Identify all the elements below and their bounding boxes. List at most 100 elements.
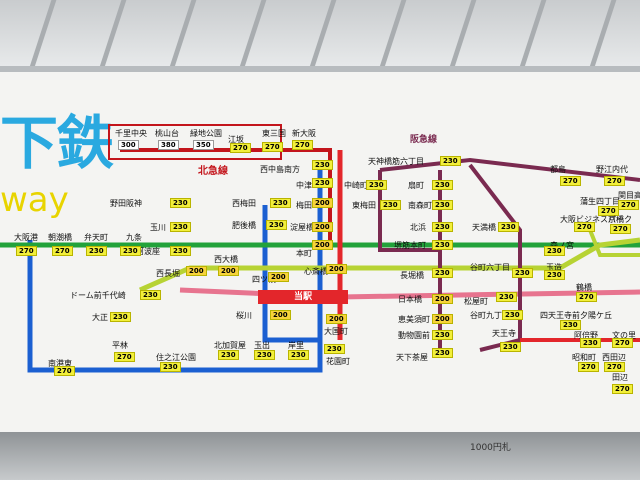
station-label: 日本橋 (398, 295, 422, 304)
nagahori-line (138, 237, 640, 293)
fare-badge: 270 (230, 143, 251, 153)
station-label: 新大阪 (292, 129, 316, 138)
fare-badge: 270 (114, 352, 135, 362)
kitakyu-line (120, 148, 332, 240)
station-label: 北浜 (410, 223, 426, 232)
station-label: 大国町 (324, 327, 348, 336)
fare-badge: 230 (432, 200, 453, 210)
fare-badge: 230 (324, 344, 345, 354)
fare-badge: 230 (496, 292, 517, 302)
station-label: 花園町 (326, 357, 350, 366)
fare-badge: 380 (158, 140, 179, 150)
fare-badge: 270 (610, 224, 631, 234)
station-label: 田辺 (612, 373, 628, 382)
station-label: 西長堀 (156, 269, 180, 278)
fare-badge: 200 (312, 222, 333, 232)
fare-badge: 230 (270, 198, 291, 208)
fare-badge: 270 (612, 384, 633, 394)
fare-badge: 230 (502, 310, 523, 320)
fare-badge: 200 (312, 240, 333, 250)
station-label: 野江内代 (596, 165, 628, 174)
station-label: 関目高殿 (618, 191, 640, 200)
fare-badge: 270 (612, 338, 633, 348)
fare-badge: 230 (500, 342, 521, 352)
fare-badge: 200 (270, 310, 291, 320)
fare-badge: 230 (218, 350, 239, 360)
fare-badge: 230 (266, 220, 287, 230)
fare-badge: 230 (366, 180, 387, 190)
fare-badge: 200 (326, 314, 347, 324)
station-label: 玉川 (150, 223, 166, 232)
fare-badge: 270 (52, 246, 73, 256)
fare-badge: 350 (193, 140, 214, 150)
nagahori-east (588, 229, 640, 257)
station-label: 梅田 (296, 201, 312, 210)
fare-badge: 230 (110, 312, 131, 322)
current-station-marker: 当駅 (258, 290, 348, 304)
fare-badge: 230 (432, 348, 453, 358)
station-label: 四天王寺前夕陽ケ丘 (540, 311, 612, 320)
station-label: 肥後橋 (232, 221, 256, 230)
fare-badge: 230 (432, 240, 453, 250)
station-label: 長堀橋 (400, 271, 424, 280)
station-label: 大阪ビジネスパーク (560, 215, 632, 224)
station-label: 江坂 (228, 135, 244, 144)
fare-badge: 300 (118, 140, 139, 150)
fare-badge: 230 (86, 246, 107, 256)
station-label: 松屋町 (464, 297, 488, 306)
station-label: 天王寺 (492, 329, 516, 338)
fare-badge: 230 (140, 290, 161, 300)
station-label: 西梅田 (232, 199, 256, 208)
station-label: 阿波座 (136, 247, 160, 256)
fare-badge: 200 (268, 272, 289, 282)
station-label: 千里中央 (115, 129, 147, 138)
fare-badge: 230 (312, 160, 333, 170)
station-label: 玉出 (254, 341, 270, 350)
fare-badge: 230 (432, 180, 453, 190)
tanimachi-south (468, 163, 522, 352)
fare-badge: 230 (120, 246, 141, 256)
station-label: 中崎町 (344, 181, 368, 190)
hankyu-label: 阪急線 (410, 135, 438, 145)
yotsubashi-branch (262, 205, 320, 343)
fare-badge: 270 (16, 246, 37, 256)
ticket-notice: 1000円札 (470, 443, 511, 453)
station-label: 大正 (92, 313, 108, 322)
station-label: 住之江公園 (156, 353, 196, 362)
station-label: 文の里 (612, 331, 636, 340)
fare-badge: 200 (326, 264, 347, 274)
station-label: 心斎橋 (304, 267, 328, 276)
station-label: 蒲生四丁目 (580, 197, 620, 206)
station-label: 北加賀屋 (214, 341, 246, 350)
fare-badge: 230 (544, 270, 565, 280)
lower-wall (0, 432, 640, 480)
station-label: 桃山台 (155, 129, 179, 138)
fare-badge: 230 (432, 330, 453, 340)
fare-badge: 200 (432, 294, 453, 304)
fare-badge: 270 (574, 222, 595, 232)
station-label: 谷町九丁目 (470, 311, 510, 320)
station-label: 東梅田 (352, 201, 376, 210)
kitakyu-label: 北急線 (198, 166, 228, 177)
station-label: 中津 (296, 181, 312, 190)
station-label: 九条 (126, 233, 142, 242)
station-label: 昭和町 (572, 353, 596, 362)
sign-title-kanji: 下鉄 (0, 109, 114, 177)
fare-badge: 200 (432, 314, 453, 324)
fare-badge: 270 (292, 140, 313, 150)
station-label: 西大橋 (214, 255, 238, 264)
fare-badge: 200 (312, 198, 333, 208)
fare-badge: 230 (544, 246, 565, 256)
station-label: 朝潮橋 (48, 233, 72, 242)
sakaisuji-line (378, 170, 440, 252)
fare-badge: 200 (218, 266, 239, 276)
station-label: 大阪港 (14, 233, 38, 242)
fare-badge: 270 (604, 176, 625, 186)
station-label: 桜川 (236, 311, 252, 320)
fare-badge: 270 (54, 366, 75, 376)
station-label: 南港東 (48, 359, 72, 368)
station-label: 本町 (296, 249, 312, 258)
fare-badge: 230 (380, 200, 401, 210)
fare-badge: 230 (432, 268, 453, 278)
station-label: 淀屋橋 (290, 223, 314, 232)
